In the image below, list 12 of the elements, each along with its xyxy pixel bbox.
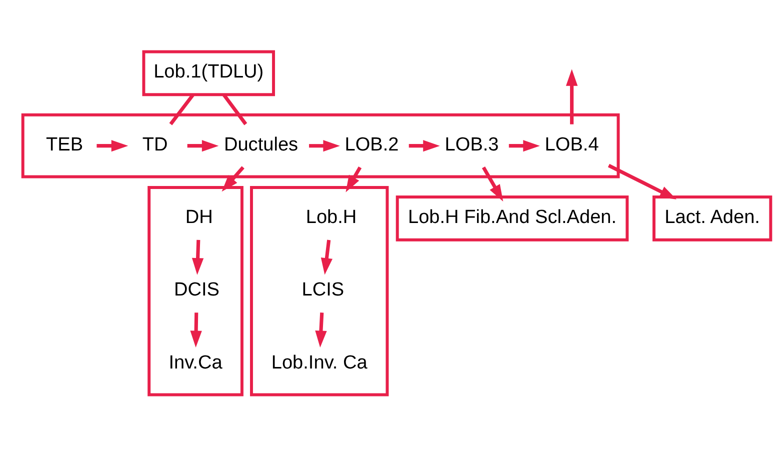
node-text: TD <box>142 134 168 156</box>
node-text: Lob.H <box>306 207 357 228</box>
node-text: TEB <box>46 134 84 156</box>
node-text: LOB.2 <box>344 134 399 156</box>
node-text: LOB.3 <box>444 134 499 156</box>
node-text: Lob.Inv. Ca <box>271 352 368 374</box>
node-text: LOB.4 <box>544 134 599 156</box>
node-text: Inv.Ca <box>168 352 222 374</box>
node-text: DH <box>185 207 213 228</box>
node-text: LCIS <box>302 280 344 301</box>
node-text: DCIS <box>174 280 220 301</box>
node-text: Ductules <box>224 134 298 156</box>
